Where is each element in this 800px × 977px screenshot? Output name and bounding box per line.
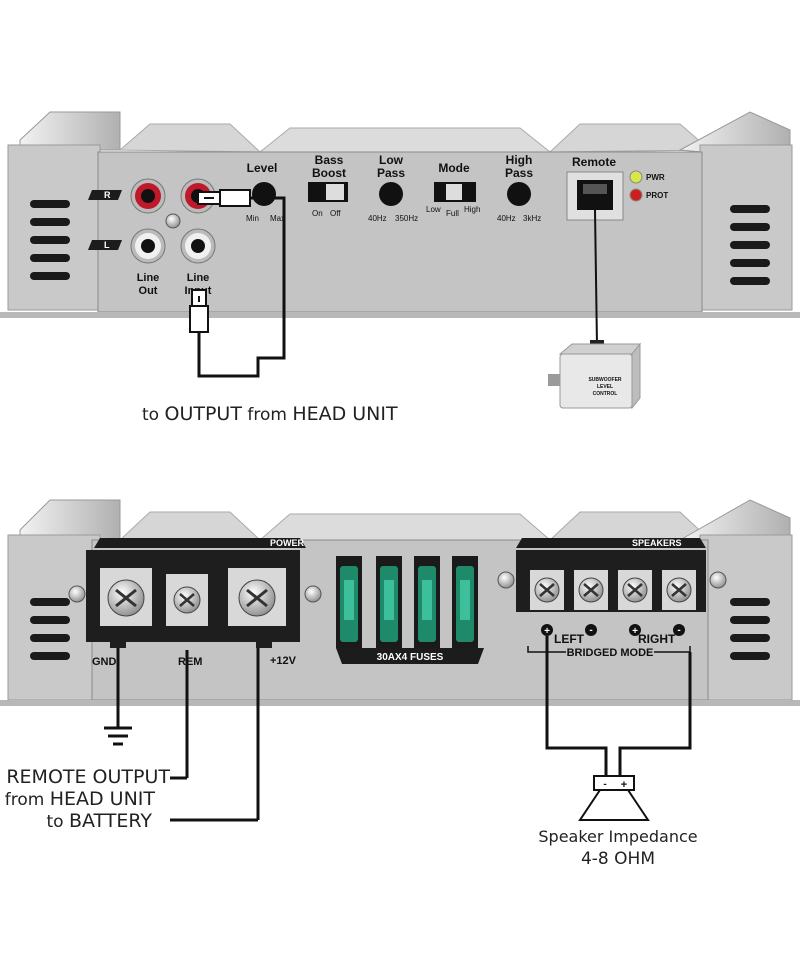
line-out-label-2: Out (139, 285, 158, 297)
left-plus-marker: + (544, 626, 550, 637)
line-in-label-1: Line (187, 272, 210, 284)
remote-output-caption: to REMOTE OUTPUT (0, 766, 170, 788)
svg-text:30AX4 FUSES: 30AX4 FUSES (377, 652, 444, 663)
speakers-title: SPEAKERS (632, 538, 682, 548)
mount-screw-left (68, 585, 86, 603)
bass-boost-on: On (312, 209, 323, 218)
gnd-terminal-screw[interactable] (107, 579, 145, 617)
right-minus-marker: - (677, 625, 680, 636)
prot-label: PROT (646, 191, 668, 200)
fuse-4[interactable] (456, 566, 474, 642)
svg-text:L: L (104, 240, 110, 250)
bottom-right-vents (730, 598, 770, 660)
channel-r-tag: R (88, 190, 122, 200)
bottom-amplifier: POWER GND REM +12V (0, 499, 800, 869)
svg-text:CONTROL: CONTROL (593, 391, 618, 397)
input-cable (197, 196, 286, 378)
mode-high: High (464, 205, 480, 214)
right-plus-marker: + (632, 626, 638, 637)
left-vents (30, 200, 70, 280)
low-pass-title-1: Low (379, 153, 404, 167)
speaker-screw-left-minus[interactable] (578, 577, 604, 603)
high-pass-knob[interactable] (507, 182, 531, 206)
svg-text:LEVEL: LEVEL (597, 384, 613, 390)
high-pass-min: 40Hz (497, 214, 516, 223)
rca-line-in-l[interactable] (180, 228, 216, 264)
fuse-2[interactable] (380, 566, 398, 642)
svg-text:SUBWOOFER: SUBWOOFER (588, 377, 621, 383)
fuse-label-tag: 30AX4 FUSES (336, 648, 484, 664)
speaker-screw-right-minus[interactable] (666, 577, 692, 603)
remote-cable (594, 209, 598, 347)
remote-title: Remote (572, 155, 616, 169)
mode-switch[interactable] (434, 182, 476, 202)
power-wiring (116, 648, 260, 822)
rca-line-out-l[interactable] (130, 228, 166, 264)
pwr-label: PWR (646, 173, 665, 182)
speaker-wiring (545, 636, 692, 782)
low-pass-title-2: Pass (377, 166, 405, 180)
bass-boost-title-2: Boost (312, 166, 346, 180)
fuse-1[interactable] (340, 566, 358, 642)
mount-screw-mid (304, 585, 322, 603)
line-out-label-1: Line (137, 272, 160, 284)
svg-text:R: R (104, 190, 111, 200)
level-title: Level (247, 161, 278, 175)
speaker-screw-right-plus[interactable] (622, 577, 648, 603)
left-minus-marker: - (589, 625, 592, 636)
remote-level-control-box[interactable]: SUBWOOFER LEVEL CONTROL (548, 340, 642, 410)
channel-l-tag: L (88, 240, 122, 250)
head-unit-caption: to OUTPUT from HEAD UNIT (142, 403, 398, 425)
mount-screw-speaker-right (709, 571, 727, 589)
rca-line-out-r[interactable] (130, 178, 166, 214)
power-title: POWER (270, 538, 305, 548)
plus12-label: +12V (270, 655, 297, 667)
speaker-icon: - + (578, 775, 650, 821)
bass-boost-switch[interactable] (308, 182, 348, 202)
svg-text:+: + (621, 779, 627, 791)
from-head-unit-caption: from HEAD UNIT (5, 788, 156, 810)
high-pass-title-1: High (506, 153, 533, 167)
bottom-left-vents (30, 598, 70, 660)
ground-symbol (104, 726, 132, 746)
rca-plug-bottom (189, 289, 209, 333)
rem-label: REM (178, 656, 202, 668)
right-label: RIGHT (638, 632, 676, 646)
pwr-led (629, 170, 643, 184)
level-min: Min (246, 214, 259, 223)
low-pass-min: 40Hz (368, 214, 387, 223)
prot-led (629, 188, 643, 202)
speaker-screw-left-plus[interactable] (534, 577, 560, 603)
top-amplifier: R L Line Out Line In (0, 111, 800, 425)
svg-text:-: - (603, 779, 606, 790)
mount-screw-speaker-left (497, 571, 515, 589)
right-vents (730, 205, 770, 285)
high-pass-title-2: Pass (505, 166, 533, 180)
low-pass-knob[interactable] (379, 182, 403, 206)
mode-low: Low (426, 205, 441, 214)
level-knob[interactable] (252, 182, 276, 206)
speaker-impedance-caption: Speaker Impedance (538, 827, 697, 846)
rca-plug-top (197, 189, 251, 207)
bass-boost-off: Off (330, 209, 341, 218)
battery-caption: to BATTERY (46, 810, 152, 832)
gnd-label: GND (92, 656, 117, 668)
bridged-mode-label: BRIDGED MODE (567, 647, 654, 659)
left-label: LEFT (554, 632, 585, 646)
low-pass-max: 350Hz (395, 214, 418, 223)
speaker-ohm-caption: 4-8 OHM (581, 849, 655, 869)
level-max: Max (270, 214, 285, 223)
ground-screw (165, 213, 181, 229)
rem-terminal-screw[interactable] (173, 586, 201, 614)
mode-title: Mode (438, 161, 470, 175)
mode-full: Full (446, 209, 459, 218)
fuse-3[interactable] (418, 566, 436, 642)
high-pass-max: 3kHz (523, 214, 541, 223)
bass-boost-title-1: Bass (315, 153, 344, 167)
plus12-terminal-screw[interactable] (238, 579, 276, 617)
